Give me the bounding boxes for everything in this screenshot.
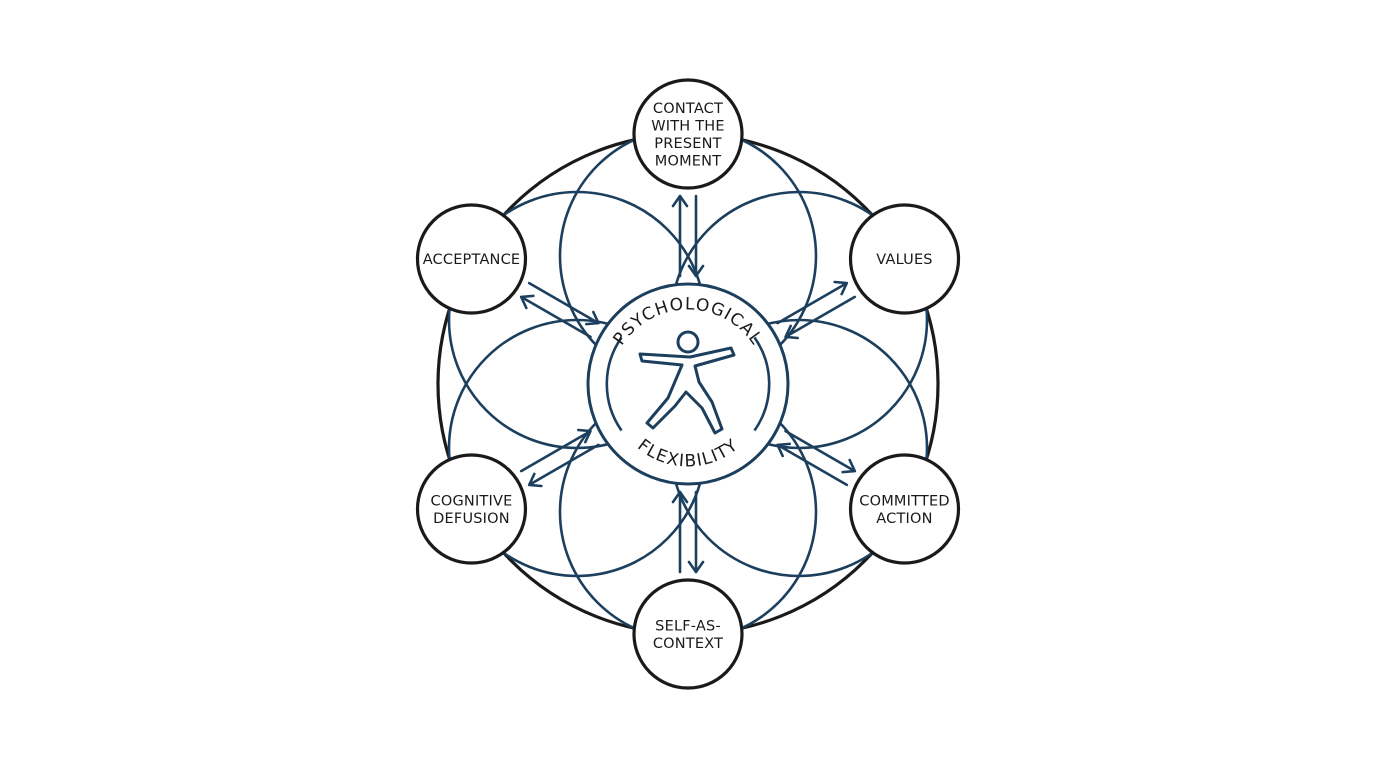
node-values: VALUES: [848, 203, 961, 315]
center-circle: [586, 282, 790, 486]
arrow-in-cognitive-defusion-head: [577, 428, 592, 444]
node-label-present-moment: WITH THE: [651, 118, 725, 134]
center-inner-arc-left: [605, 336, 623, 432]
node-label-committed-action: COMMITTED: [859, 493, 949, 509]
arrow-in-acceptance-head: [585, 310, 600, 326]
arrow-out-self-as-context-head: [687, 560, 705, 574]
arrow-in-acceptance: [527, 281, 599, 324]
node-label-present-moment: CONTACT: [653, 101, 723, 117]
node-label-cognitive-defusion: DEFUSION: [433, 511, 510, 527]
arrow-in-cognitive-defusion: [519, 430, 591, 473]
center-inner-arc-right: [753, 336, 771, 432]
node-circle-committed-action: [848, 453, 961, 565]
node-cognitive-defusion: COGNITIVE DEFUSION: [415, 453, 528, 565]
node-circle-acceptance: [415, 203, 528, 315]
arrow-in-present-moment-head: [687, 264, 705, 278]
arrow-out-cognitive-defusion: [529, 443, 600, 486]
node-circle-values: [848, 203, 961, 315]
node-label-self-as-context: CONTEXT: [653, 636, 723, 652]
arrow-out-committed-action-head: [841, 458, 857, 474]
arrow-in-committed-action: [777, 444, 849, 487]
arrow-out-cognitive-defusion-head: [527, 472, 543, 488]
arrow-in-values-head: [784, 324, 799, 340]
arrow-in-values: [785, 295, 857, 338]
person-stretching-icon: [638, 330, 736, 435]
arrow-in-committed-action-head: [776, 442, 791, 458]
node-circle-cognitive-defusion: [415, 453, 528, 565]
node-committed-action: COMMITTED ACTION: [848, 453, 961, 565]
node-self-as-context: SELF-AS- CONTEXT: [632, 578, 744, 690]
node-label-values: VALUES: [876, 252, 932, 268]
node-label-self-as-context: SELF-AS-: [655, 618, 721, 634]
arrow-out-acceptance: [521, 296, 592, 339]
node-label-acceptance: ACCEPTANCE: [423, 252, 521, 268]
node-label-present-moment: PRESENT: [654, 136, 721, 152]
arrow-out-present-moment-head: [671, 194, 689, 208]
arrow-out-values: [776, 282, 847, 325]
node-circle-present-moment: [632, 78, 744, 190]
node-label-present-moment: MOMENT: [655, 153, 722, 169]
node-circle-self-as-context: [632, 578, 744, 690]
node-label-cognitive-defusion: COGNITIVE: [431, 493, 513, 509]
node-acceptance: ACCEPTANCE: [415, 203, 528, 315]
center-hub: PSYCHOLOGICAL FLEXIBILITY: [586, 282, 790, 486]
arrow-in-self-as-context-head: [671, 490, 689, 504]
arrow-group: [519, 194, 857, 574]
arrow-out-committed-action: [784, 429, 855, 472]
node-label-committed-action: ACTION: [876, 511, 932, 527]
arrow-out-acceptance-head: [519, 294, 535, 310]
arrow-out-values-head: [833, 280, 849, 296]
